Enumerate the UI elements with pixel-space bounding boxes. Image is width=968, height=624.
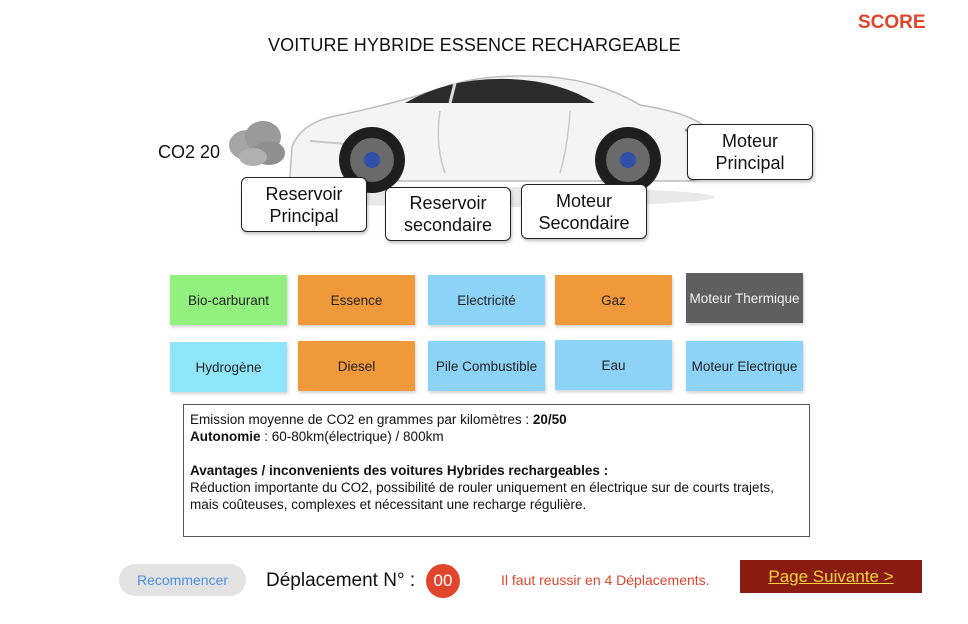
- info-panel: Emission moyenne de CO2 en grammes par k…: [183, 404, 810, 537]
- autonomie-label: Autonomie: [190, 429, 261, 444]
- next-page-button[interactable]: Page Suivante >: [740, 560, 922, 593]
- tile-moteur-thermique[interactable]: Moteur Thermique: [686, 273, 803, 323]
- exhaust-cloud-icon: [229, 121, 285, 166]
- emission-label: Emission moyenne de CO2 en grammes par k…: [190, 412, 533, 427]
- page-title: VOITURE HYBRIDE ESSENCE RECHARGEABLE: [268, 35, 681, 55]
- restart-button[interactable]: Recommencer: [119, 564, 246, 596]
- tile-gaz[interactable]: Gaz: [555, 275, 672, 325]
- avantages-title: Avantages / inconvenients des voitures H…: [190, 463, 609, 478]
- tile-hydrogene[interactable]: Hydrogène: [170, 342, 287, 392]
- tile-diesel[interactable]: Diesel: [298, 341, 415, 391]
- slot-reservoir-secondaire[interactable]: Reservoir secondaire: [385, 187, 511, 241]
- autonomie-line: Autonomie : 60-80km(électrique) / 800km: [190, 428, 803, 445]
- co2-label: CO2 20: [158, 142, 221, 162]
- tile-pile-combustible[interactable]: Pile Combustible: [428, 341, 545, 391]
- car-illustration: [265, 75, 715, 207]
- slot-moteur-secondaire[interactable]: Moteur Secondaire: [521, 184, 647, 239]
- emission-line: Emission moyenne de CO2 en grammes par k…: [190, 411, 803, 428]
- next-page-label: Page Suivante >: [768, 566, 894, 586]
- tile-moteur-electrique[interactable]: Moteur Electrique: [686, 341, 803, 391]
- tile-eau[interactable]: Eau: [555, 340, 672, 390]
- slot-reservoir-principal[interactable]: Reservoir Principal: [241, 177, 367, 232]
- tile-bio-carburant[interactable]: Bio-carburant: [170, 275, 287, 325]
- deplacement-counter: 00: [426, 564, 460, 598]
- hint-text: Il faut reussir en 4 Déplacements.: [501, 572, 710, 588]
- autonomie-value: : 60-80km(électrique) / 800km: [260, 429, 444, 444]
- emission-value: 20/50: [532, 412, 567, 427]
- deplacement-label: Déplacement N° :: [266, 570, 416, 591]
- tile-essence[interactable]: Essence: [298, 275, 415, 325]
- slot-moteur-principal[interactable]: Moteur Principal: [687, 124, 813, 180]
- score-label: SCORE: [858, 12, 926, 33]
- avantages-text: Réduction importante du CO2, possibilité…: [190, 480, 774, 512]
- tile-electricite[interactable]: Electricité: [428, 275, 545, 325]
